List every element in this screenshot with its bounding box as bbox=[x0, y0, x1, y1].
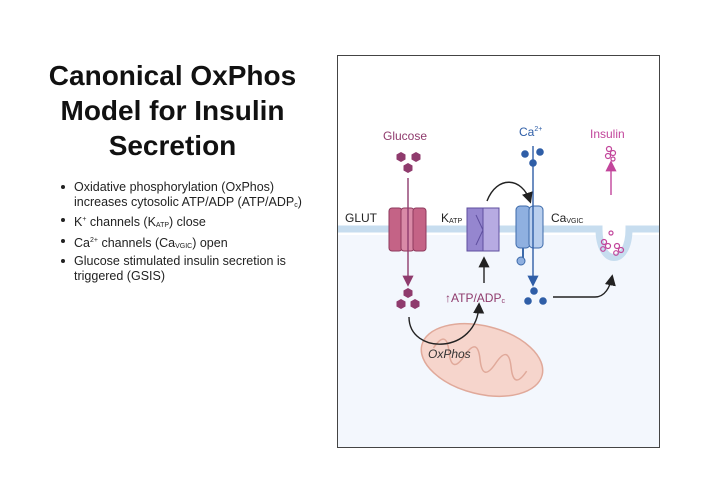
bullet-ca-channels: Ca2+ channels (CaVGIC) open bbox=[61, 234, 324, 255]
katp-label: KATP bbox=[441, 211, 463, 225]
calcium-label: Ca2+ bbox=[519, 125, 543, 139]
bullet-gsis: Glucose stimulated insulin secretion is … bbox=[61, 254, 324, 283]
bullet-k-channels: K+ channels (KATP) close bbox=[61, 213, 324, 234]
katp-to-cavgic-arrow bbox=[486, 181, 533, 204]
oxphos-cycle-arrow bbox=[408, 302, 485, 345]
calcium-inside bbox=[524, 287, 547, 305]
atp-adp-label: ↑ATP/ADPc bbox=[445, 291, 505, 305]
cell-membrane bbox=[338, 225, 659, 261]
diagram-svg bbox=[337, 55, 660, 448]
katp-channel bbox=[466, 207, 500, 252]
insulin-label: Insulin bbox=[590, 127, 625, 141]
glut-label: GLUT bbox=[345, 211, 378, 225]
glucose-inside bbox=[396, 288, 420, 309]
cavgic-label: CaVGIC bbox=[551, 211, 584, 225]
diagram-panel: Glucose Ca2+ Insulin GLUT KATP CaVGIC ↑A… bbox=[337, 55, 660, 448]
insulin-outside bbox=[604, 145, 617, 162]
bullet-oxphos: Oxidative phosphorylation (OxPhos) incre… bbox=[61, 180, 324, 213]
glucose-outside bbox=[396, 152, 421, 173]
oxphos-label: OxPhos bbox=[428, 347, 471, 361]
bullet-list: Oxidative phosphorylation (OxPhos) incre… bbox=[61, 180, 324, 283]
page-title: Canonical OxPhos Model for Insulin Secre… bbox=[48, 60, 297, 161]
calcium-to-secretion-arrow bbox=[553, 274, 616, 298]
glucose-label: Glucose bbox=[383, 129, 428, 143]
insulin-granules bbox=[600, 230, 625, 256]
